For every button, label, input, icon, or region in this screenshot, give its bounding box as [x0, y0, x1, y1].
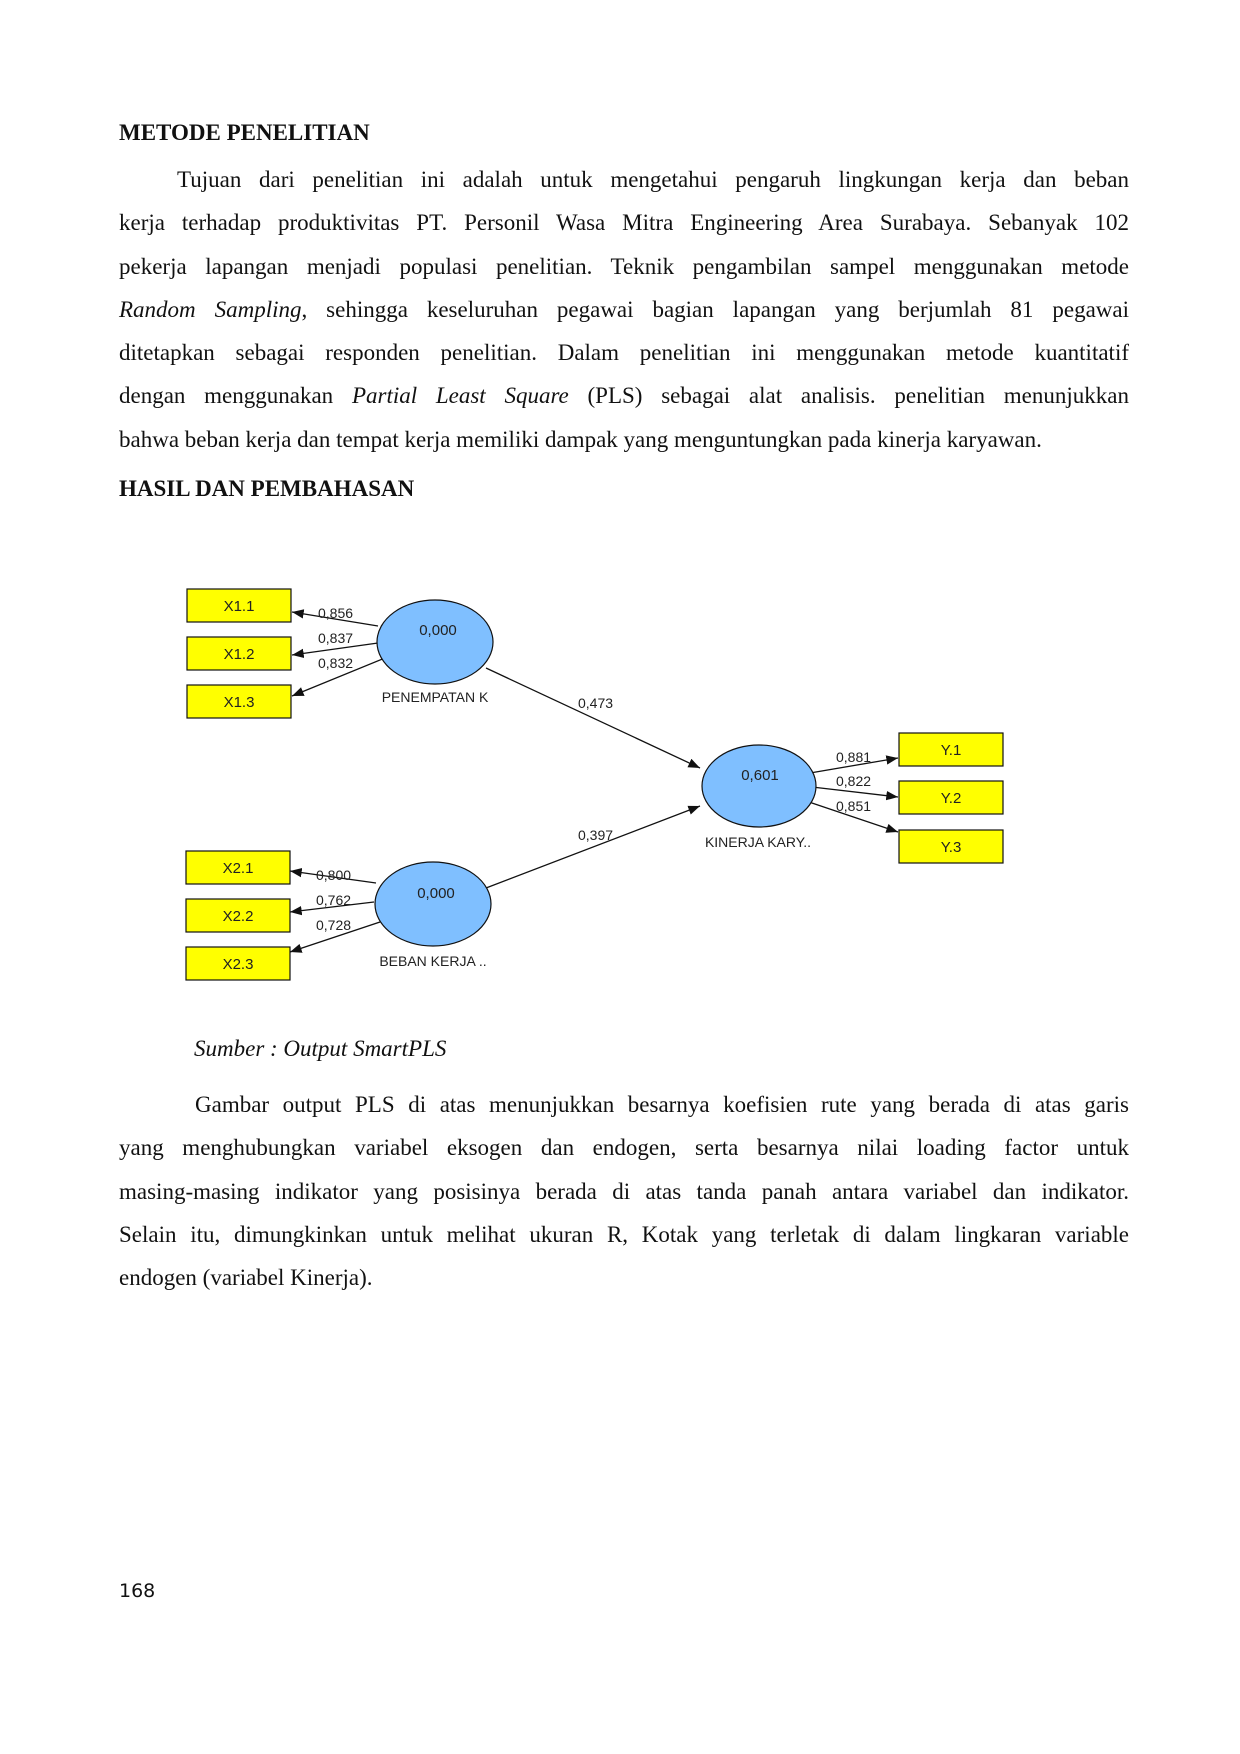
section-heading-hasil: HASIL DAN PEMBAHASAN	[119, 476, 415, 501]
paragraph-line: endogen (variabel Kinerja).	[119, 1265, 373, 1291]
construct-value: 0,601	[741, 767, 779, 784]
indicator-y2: Y.2	[898, 780, 1004, 815]
paragraph-line: Random Sampling, sehingga keseluruhan pe…	[119, 288, 1129, 331]
indicator-x13: X1.3	[186, 684, 292, 719]
closing-paragraph: Gambar output PLS di atas menunjukkan be…	[119, 1083, 1129, 1299]
loading-label-y1: 0,881	[836, 749, 871, 765]
paragraph-line: Gambar output PLS di atas menunjukkan be…	[195, 1092, 1129, 1117]
paragraph-line: masing-masing indikator yang posisinya b…	[119, 1178, 1129, 1204]
emphasis-pls: Partial Least Square	[351, 383, 569, 409]
indicator-label: X2.2	[223, 908, 254, 925]
construct-label: PENEMPATAN K	[382, 689, 489, 705]
paragraph-text: dengan menggunakan	[119, 383, 352, 409]
construct-penempatan: 0,000 PENEMPATAN K	[376, 599, 494, 705]
path-arrow-beban-kinerja	[485, 805, 701, 889]
loading-arrow-x12	[291, 642, 379, 659]
indicator-y3: Y.3	[898, 829, 1004, 864]
loading-label-x12: 0,837	[318, 630, 353, 646]
loading-arrow-x22	[289, 901, 375, 916]
loading-label-x11: 0,856	[318, 605, 353, 621]
indicator-x23: X2.3	[185, 946, 291, 981]
paragraph-text: , sehingga keseluruhan pegawai bagian la…	[301, 296, 1129, 322]
construct-kinerja: 0,601 KINERJA KARY..	[701, 744, 817, 850]
loading-arrow-x23	[289, 921, 381, 953]
loading-arrow-y2	[811, 786, 899, 801]
loading-label-x23: 0,728	[316, 917, 351, 933]
construct-label: BEBAN KERJA ..	[379, 953, 486, 969]
indicator-label: X2.3	[223, 956, 254, 973]
construct-value: 0,000	[419, 622, 457, 639]
paragraph-line: pekerja lapangan menjadi populasi peneli…	[119, 253, 1129, 279]
loading-label-x13: 0,832	[318, 655, 353, 671]
loading-label-x21: 0,800	[316, 867, 351, 883]
loading-arrow-y1	[809, 755, 899, 774]
loading-label-y2: 0,822	[836, 773, 871, 789]
indicator-y1: Y.1	[898, 732, 1004, 767]
paragraph-line: yang menghubungkan variabel eksogen dan …	[119, 1135, 1129, 1161]
loading-label-y3: 0,851	[836, 798, 871, 814]
paragraph-text: (PLS) sebagai alat analisis. penelitian …	[568, 383, 1130, 409]
construct-label: KINERJA KARY..	[705, 834, 811, 850]
indicator-label: Y.2	[941, 790, 962, 807]
paragraph-line: dengan menggunakan Partial Least Square …	[119, 374, 1129, 417]
path-coefficient-beban: 0,397	[578, 827, 613, 843]
emphasis-random-sampling: Random Sampling	[119, 296, 302, 322]
indicator-label: X1.1	[224, 598, 255, 615]
loading-arrow-x13	[291, 657, 386, 697]
indicator-label: X1.2	[224, 646, 255, 663]
indicator-label: Y.3	[941, 839, 962, 856]
loading-arrow-y3	[805, 800, 899, 833]
paragraph-line: ditetapkan sebagai responden penelitian.…	[119, 340, 1129, 366]
loading-arrow-x21	[289, 867, 377, 884]
section-heading-metode: METODE PENELITIAN	[119, 120, 370, 145]
path-arrow-penempatan-kinerja	[485, 667, 701, 769]
indicator-label: X2.1	[223, 860, 254, 877]
loading-arrow-x11	[291, 609, 379, 627]
page-number: 168	[119, 1580, 156, 1602]
paragraph-line: bahwa beban kerja dan tempat kerja memil…	[119, 426, 1042, 452]
paragraph-line: Tujuan dari penelitian ini adalah untuk …	[177, 167, 1129, 192]
indicator-label: X1.3	[224, 694, 255, 711]
indicator-x11: X1.1	[186, 588, 292, 623]
indicator-x21: X2.1	[185, 850, 291, 885]
paragraph-line: Selain itu, dimungkinkan untuk melihat u…	[119, 1221, 1129, 1247]
loading-label-x22: 0,762	[316, 892, 351, 908]
indicator-x12: X1.2	[186, 636, 292, 671]
construct-value: 0,000	[417, 885, 455, 902]
metode-paragraph: Tujuan dari penelitian ini adalah untuk …	[119, 158, 1129, 461]
construct-beban: 0,000 BEBAN KERJA ..	[374, 861, 492, 969]
paragraph-line: kerja terhadap produktivitas PT. Personi…	[119, 210, 1129, 236]
indicator-label: Y.1	[941, 742, 962, 759]
indicator-x22: X2.2	[185, 898, 291, 933]
figure-caption: Sumber : Output SmartPLS	[194, 1036, 447, 1061]
path-coefficient-penempatan: 0,473	[578, 695, 613, 711]
